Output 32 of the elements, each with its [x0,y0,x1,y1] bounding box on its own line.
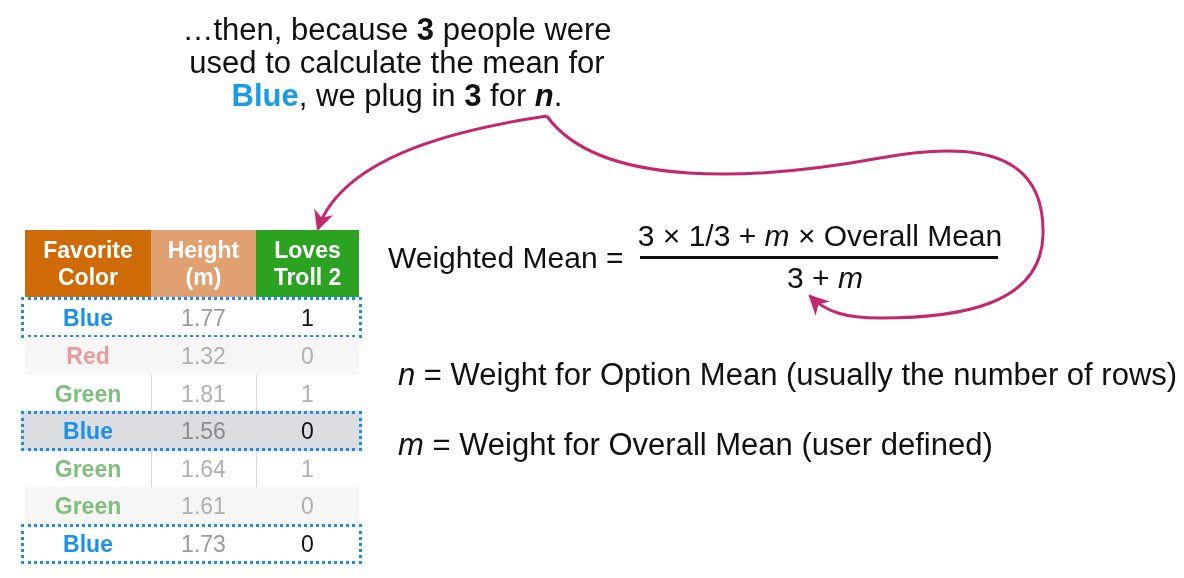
color-name: Green [54,493,122,519]
column-header: Height (m) [151,230,256,297]
height-value: 1.32 [181,343,226,369]
formula-denominator: 3 + m [787,261,863,295]
formula-label: Weighted Mean = [388,241,624,275]
vote-value: 0 [301,531,314,557]
height-value: 1.73 [181,531,226,557]
vote-value: 0 [301,418,314,444]
color-name: Blue [63,418,113,444]
curved-arrow [545,115,1045,320]
height-value: 1.56 [181,418,226,444]
formula-numerator: 3 × 1/3 + m × Overall Mean [637,219,1003,253]
column-header: Favorite Color [25,230,151,297]
color-name: Red [66,343,110,369]
definition-text: n = Weight for Option Mean (usually the number of rows) [398,358,1178,392]
vote-value: 1 [301,380,314,407]
height-value: 1.64 [181,455,226,482]
height-value: 1.61 [181,493,226,519]
vote-value: 0 [301,493,314,519]
color-name: Green [54,380,122,407]
vote-value: 1 [301,455,314,482]
vote-value: 0 [301,343,314,369]
curved-arrow [316,114,548,231]
vote-value: 1 [301,304,314,331]
definition-text: m = Weight for Overall Mean (user defined) [398,428,993,462]
height-value: 1.81 [181,380,226,407]
color-name: Green [54,455,122,482]
column-header: Loves Troll 2 [256,230,359,297]
color-name: Blue [63,531,113,557]
color-name: Blue [63,304,113,331]
height-value: 1.77 [181,304,226,331]
annotation-text: …then, because 3 people were used to calculate the mean for Blue, we plug in 3 for n. [170,13,624,112]
